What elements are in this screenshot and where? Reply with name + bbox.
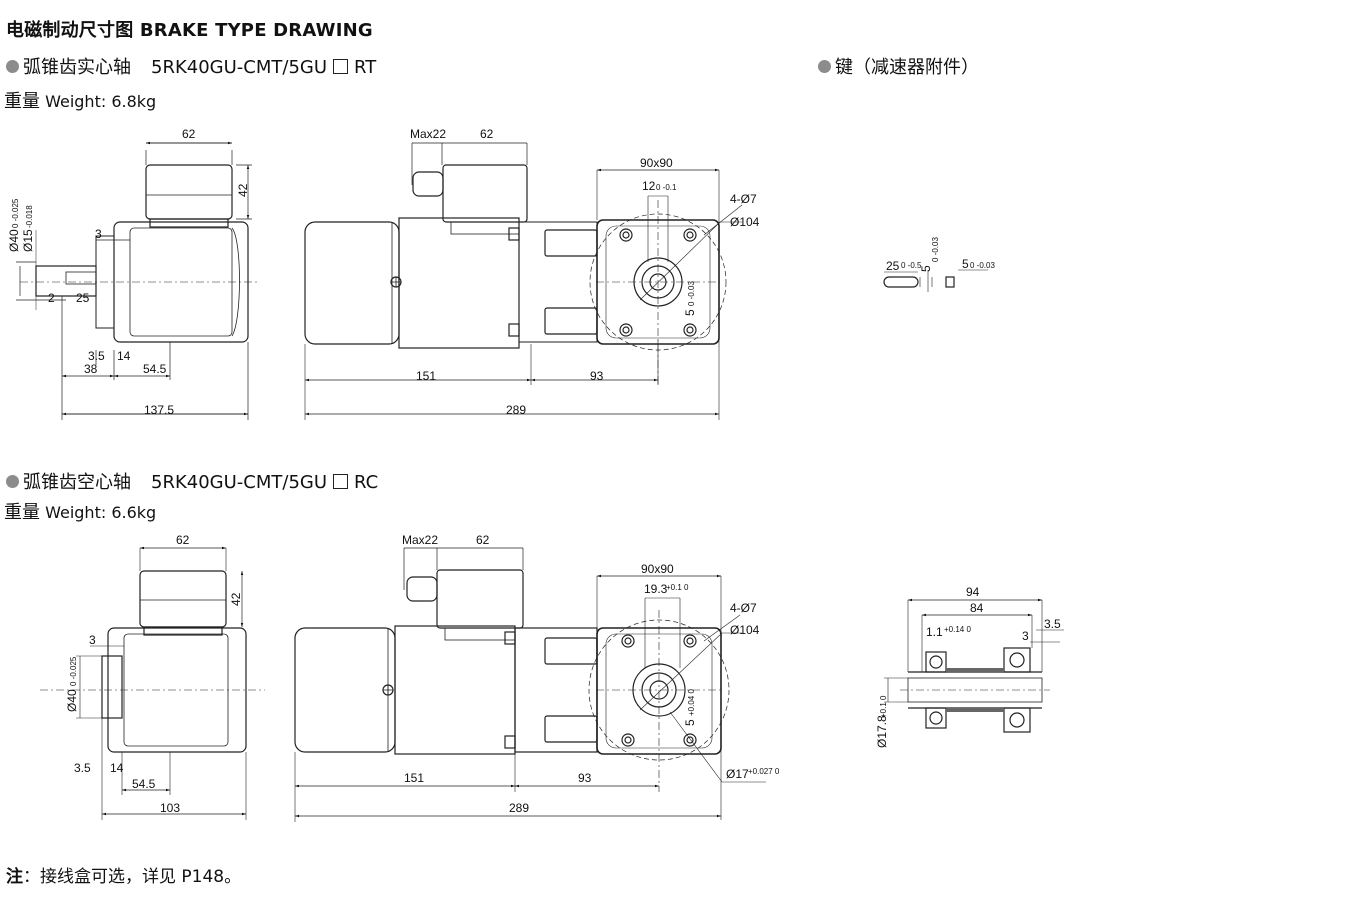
dim-label: 54.5 <box>143 362 167 376</box>
dim-tolerance: +0.1 0 <box>879 695 888 718</box>
dim-label: 5 <box>919 265 933 272</box>
dim-label: 5 <box>683 309 697 316</box>
dim-tolerance: +0.1 0 <box>666 583 689 592</box>
dim-label: 62 <box>480 127 494 141</box>
dim-label: 137.5 <box>144 403 174 417</box>
dim-label: 3.5 <box>88 349 105 363</box>
weight-zh: 重量 <box>4 91 40 112</box>
dim-label: 84 <box>970 601 984 615</box>
dim-label: Max22 <box>402 533 438 547</box>
dim-tolerance: 0 -0.03 <box>931 237 940 262</box>
dim-label: 151 <box>404 771 424 785</box>
checkbox-placeholder-icon <box>333 59 349 74</box>
section-heading-solid-shaft: 弧锥齿实心轴 5RK40GU-CMT/5GU RT <box>6 53 376 79</box>
dim-label: 42 <box>229 592 243 606</box>
dim-label: Ø15 <box>21 229 35 252</box>
weight-value: Weight: 6.8kg <box>45 92 157 111</box>
dim-label: Ø17.8 <box>875 715 889 748</box>
dim-label: 62 <box>476 533 490 547</box>
dim-tolerance: 0 -0.03 <box>970 261 995 270</box>
bullet-icon <box>818 60 831 73</box>
dim-tolerance: 0 -0.03 <box>687 281 696 306</box>
note-text: ：接线盒可选，详见 P148。 <box>23 867 242 887</box>
dim-label: 38 <box>84 362 98 376</box>
dim-label: 93 <box>578 771 592 785</box>
dim-label: 1.1 <box>926 625 943 639</box>
dimension-labels-top: 62 42 Ø40 0 -0.025 Ø15 -0.018 3 2 25 3.5… <box>7 127 760 417</box>
dim-label: 14 <box>110 761 124 775</box>
dim-label: 62 <box>182 127 196 141</box>
side-view-bottom <box>40 546 265 820</box>
footnote: 注：接线盒可选，详见 P148。 <box>6 862 241 887</box>
dim-label: 19.3 <box>644 582 668 596</box>
dimension-labels-bottom: 62 42 3 Ø40 0 -0.025 3.5 14 54.5 103 Max… <box>65 533 780 815</box>
side-view-top <box>16 141 260 420</box>
bullet-icon <box>6 475 19 488</box>
section-heading-key: 键（减速器附件） <box>818 53 979 79</box>
dim-label: Ø104 <box>730 623 760 637</box>
dim-label: 289 <box>506 403 526 417</box>
dim-label: Ø17 <box>726 767 749 781</box>
dim-label: Max22 <box>410 127 446 141</box>
dim-label: 2 <box>48 291 55 305</box>
note-label: 注 <box>6 867 23 887</box>
dimension-labels-key: 25 0 -0.5 5 0 -0.03 5 0 -0.03 <box>886 237 995 273</box>
dim-label: 103 <box>160 801 180 815</box>
dimension-labels-hollow: 94 84 1.1 +0.14 0 3 3.5 Ø17.8 +0.1 0 <box>875 585 1061 748</box>
dim-label: 14 <box>117 349 131 363</box>
dim-label: 93 <box>590 369 604 383</box>
dim-label: 90x90 <box>641 562 674 576</box>
dim-tolerance: +0.027 0 <box>748 767 780 776</box>
dim-label: 12 <box>642 179 656 193</box>
checkbox-placeholder-icon <box>333 474 349 489</box>
dim-tolerance: 0 -0.025 <box>11 198 20 228</box>
dim-tolerance: 0 -0.5 <box>901 261 922 270</box>
dim-tolerance: 0 -0.1 <box>656 183 677 192</box>
model-suffix: RT <box>354 57 377 78</box>
dim-label: 3 <box>1022 629 1029 643</box>
hollow-shaft-section <box>884 598 1064 733</box>
model-number: 5RK40GU-CMT/5GU <box>151 472 328 493</box>
dim-label: Ø40 <box>65 689 79 712</box>
dim-label: 90x90 <box>640 156 673 170</box>
weight-label: 重量 Weight: 6.6kg <box>4 498 156 524</box>
model-number: 5RK40GU-CMT/5GU <box>151 57 328 78</box>
dim-label: 151 <box>416 369 436 383</box>
front-view-top <box>304 142 743 420</box>
section-heading-hollow-shaft: 弧锥齿空心轴 5RK40GU-CMT/5GU RC <box>6 468 378 494</box>
dim-label: 62 <box>176 533 190 547</box>
dim-label: 3 <box>95 227 102 241</box>
dim-tolerance: 0 -0.025 <box>69 656 78 686</box>
dim-label: 289 <box>509 801 529 815</box>
weight-zh: 重量 <box>4 502 40 523</box>
dim-label: 5 <box>962 257 969 271</box>
bullet-icon <box>6 60 19 73</box>
dim-label: 4-Ø7 <box>730 601 757 615</box>
dim-label: 42 <box>236 183 250 197</box>
page-title: 电磁制动尺寸图 BRAKE TYPE DRAWING <box>6 20 373 41</box>
dim-label: 4-Ø7 <box>730 192 757 206</box>
model-suffix: RC <box>354 472 379 493</box>
section-name: 弧锥齿空心轴 <box>23 472 131 493</box>
weight-label: 重量 Weight: 6.8kg <box>4 87 156 113</box>
dim-label: 25 <box>886 259 900 273</box>
key-drawing <box>883 269 988 292</box>
dim-tolerance: +0.04 0 <box>687 689 696 716</box>
dim-label: 3.5 <box>74 761 91 775</box>
front-view-bottom <box>294 547 766 822</box>
dim-tolerance: +0.14 0 <box>944 625 971 634</box>
dim-label: Ø40 <box>7 229 21 252</box>
weight-value: Weight: 6.6kg <box>45 503 157 522</box>
dim-tolerance: -0.018 <box>25 205 34 228</box>
key-section-name: 键（减速器附件） <box>835 57 979 78</box>
section-name: 弧锥齿实心轴 <box>23 57 131 78</box>
dim-label: 3.5 <box>1044 617 1061 631</box>
dim-label: 25 <box>76 291 90 305</box>
dim-label: 3 <box>89 633 96 647</box>
dim-label: 94 <box>966 585 980 599</box>
dim-label: Ø104 <box>730 215 760 229</box>
dim-label: 54.5 <box>132 777 156 791</box>
dim-label: 5 <box>683 719 697 726</box>
